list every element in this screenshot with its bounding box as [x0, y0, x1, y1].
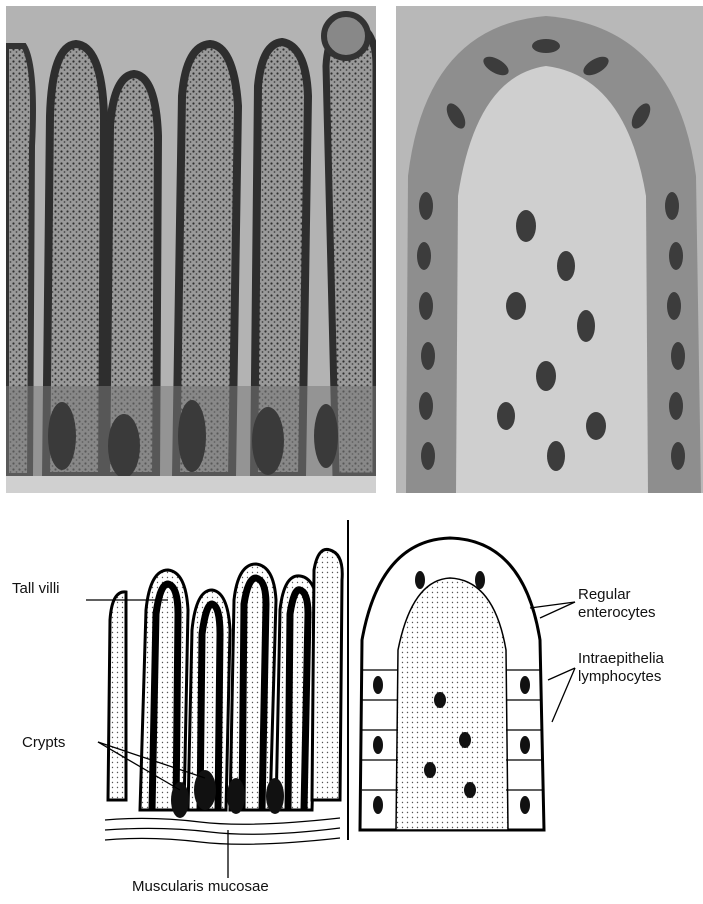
label-intraepithelial-line1: Intraepithelia [578, 650, 664, 668]
label-muscularis-mucosae: Muscularis mucosae [132, 878, 269, 896]
label-regular-enterocytes: Regular enterocytes [578, 586, 656, 622]
micrograph-high-magnification-image [396, 6, 703, 493]
schematic-drawing-image [0, 500, 703, 904]
micrograph-high-magnification [396, 6, 703, 493]
micrograph-low-magnification [6, 6, 376, 493]
schematic-drawing: Tall villi Crypts Muscularis mucosae Reg… [0, 500, 703, 904]
label-regular-enterocytes-line2: enterocytes [578, 604, 656, 622]
label-regular-enterocytes-line1: Regular [578, 586, 656, 604]
label-tall-villi: Tall villi [12, 580, 60, 598]
label-intraepithelial-line2: lymphocytes [578, 668, 664, 686]
label-crypts: Crypts [22, 734, 65, 752]
micrograph-low-magnification-image [6, 6, 376, 493]
label-intraepithelial-lymphocytes: Intraepithelia lymphocytes [578, 650, 664, 686]
